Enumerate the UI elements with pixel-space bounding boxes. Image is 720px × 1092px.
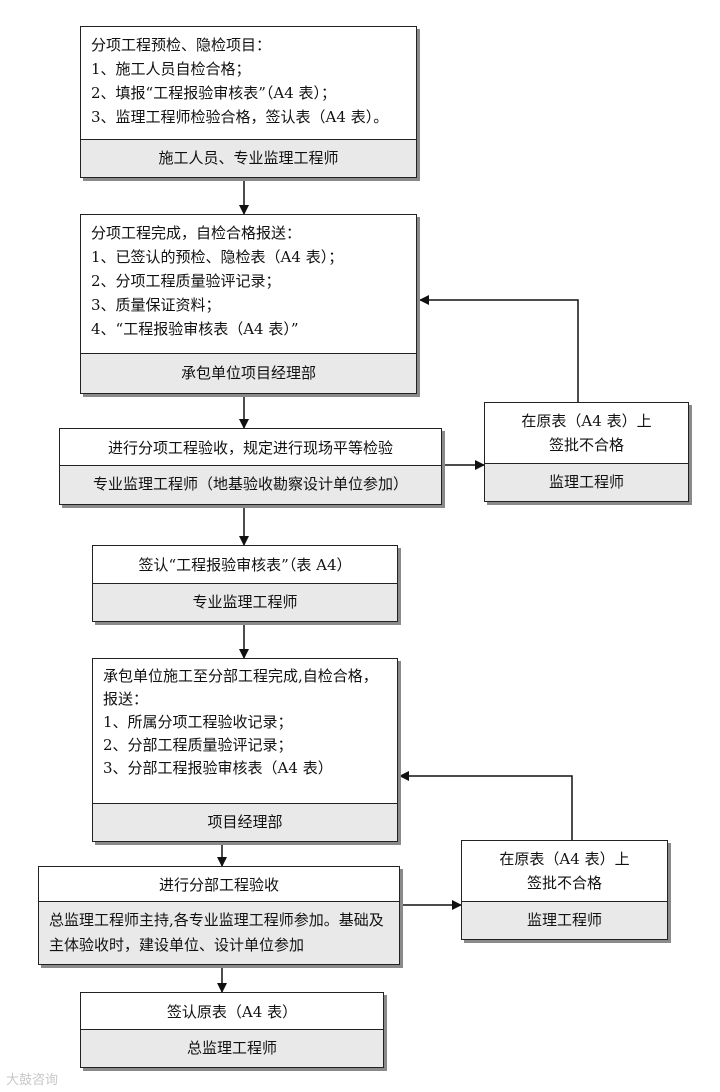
box-reject-1-line: 签批不合格 [548, 436, 624, 454]
box-sign-original-form-body: 签认原表（A4 表） [81, 993, 383, 1031]
box-division-complete-footer: 项目经理部 [93, 803, 397, 841]
box-subitem-acceptance-body: 进行分项工程验收，规定进行现场平等检验 [60, 429, 441, 467]
box-subitem-acceptance: 进行分项工程验收，规定进行现场平等检验 专业监理工程师（地基验收勘察设计单位参加… [59, 428, 442, 505]
box-division-complete-line: 2、分部工程质量验评记录； [103, 736, 293, 754]
box-subitem-complete-body: 分项工程完成，自检合格报送： 1、已签认的预检、隐检表（A4 表）； 2、分项工… [81, 215, 416, 347]
box-subitem-complete-line: 1、已签认的预检、隐检表（A4 表）； [91, 248, 344, 266]
box-preinspection-line: 1、施工人员自检合格； [91, 60, 251, 78]
arrow-side2-back-to-box5 [399, 771, 573, 840]
box-reject-1: 在原表（A4 表）上 签批不合格 监理工程师 [484, 402, 689, 502]
box-sign-report-form-footer: 专业监理工程师 [93, 583, 397, 621]
box-division-complete-body: 承包单位施工至分部工程完成,自检合格，报送： 1、所属分项工程验收记录； 2、分… [93, 659, 397, 786]
box-reject-2-line: 在原表（A4 表）上 [499, 850, 630, 868]
box-sign-original-form-footer: 总监理工程师 [81, 1029, 383, 1067]
box-preinspection-body: 分项工程预检、隐检项目： 1、施工人员自检合格； 2、填报“工程报验审核表”（A… [81, 27, 416, 135]
box-subitem-complete-line: 分项工程完成，自检合格报送： [91, 224, 302, 242]
box-sign-original-form: 签认原表（A4 表） 总监理工程师 [80, 992, 384, 1068]
box-preinspection-line: 2、填报“工程报验审核表”（A4 表）； [91, 84, 337, 102]
box-reject-2-body: 在原表（A4 表）上 签批不合格 [462, 841, 667, 901]
box-sign-original-form-text: 签认原表（A4 表） [166, 1003, 298, 1021]
box-preinspection-line: 分项工程预检、隐检项目： [91, 36, 272, 54]
box-subitem-complete-line: 3、质量保证资料； [91, 296, 221, 314]
box-preinspection: 分项工程预检、隐检项目： 1、施工人员自检合格； 2、填报“工程报验审核表”（A… [80, 26, 417, 178]
box-subitem-complete-footer: 承包单位项目经理部 [81, 353, 416, 393]
box-subitem-complete-line: 4、“工程报验审核表（A4 表）” [91, 320, 299, 338]
box-sign-report-form-text: 签认“工程报验审核表”（表 A4） [138, 556, 352, 574]
box-subitem-complete: 分项工程完成，自检合格报送： 1、已签认的预检、隐检表（A4 表）； 2、分项工… [80, 214, 417, 394]
box-reject-2-footer: 监理工程师 [462, 901, 667, 939]
watermark: 大鼓咨询 [6, 1073, 59, 1088]
box-division-complete-line: 3、分部工程报验审核表（A4 表） [103, 759, 333, 777]
box-sign-report-form: 签认“工程报验审核表”（表 A4） 专业监理工程师 [92, 545, 398, 622]
box-preinspection-line: 3、监理工程师检验合格，签认表（A4 表）。 [91, 108, 389, 126]
box-reject-1-footer: 监理工程师 [485, 463, 688, 501]
box-subitem-acceptance-text: 进行分项工程验收，规定进行现场平等检验 [107, 439, 393, 457]
box-division-acceptance-text: 进行分部工程验收 [158, 876, 279, 894]
box-division-acceptance-footer: 总监理工程师主持,各专业监理工程师参加。基础及主体验收时，建设单位、设计单位参加 [39, 901, 399, 964]
box-division-complete-line: 1、所属分项工程验收记录； [103, 713, 293, 731]
box-division-acceptance: 进行分部工程验收 总监理工程师主持,各专业监理工程师参加。基础及主体验收时，建设… [38, 866, 400, 965]
box-subitem-complete-line: 2、分项工程质量验评记录； [91, 272, 281, 290]
box-sign-report-form-body: 签认“工程报验审核表”（表 A4） [93, 546, 397, 584]
box-preinspection-footer: 施工人员、专业监理工程师 [81, 139, 416, 177]
arrow-side1-back-to-box2 [419, 295, 579, 402]
box-reject-2-line: 签批不合格 [526, 874, 602, 892]
box-reject-2: 在原表（A4 表）上 签批不合格 监理工程师 [461, 840, 668, 940]
box-subitem-acceptance-footer: 专业监理工程师（地基验收勘察设计单位参加） [60, 465, 441, 504]
box-division-acceptance-body: 进行分部工程验收 [39, 867, 399, 903]
box-division-complete-line: 承包单位施工至分部工程完成,自检合格，报送： [103, 667, 378, 708]
box-reject-1-body: 在原表（A4 表）上 签批不合格 [485, 403, 688, 463]
box-division-complete: 承包单位施工至分部工程完成,自检合格，报送： 1、所属分项工程验收记录； 2、分… [92, 658, 398, 842]
box-reject-1-line: 在原表（A4 表）上 [521, 412, 652, 430]
